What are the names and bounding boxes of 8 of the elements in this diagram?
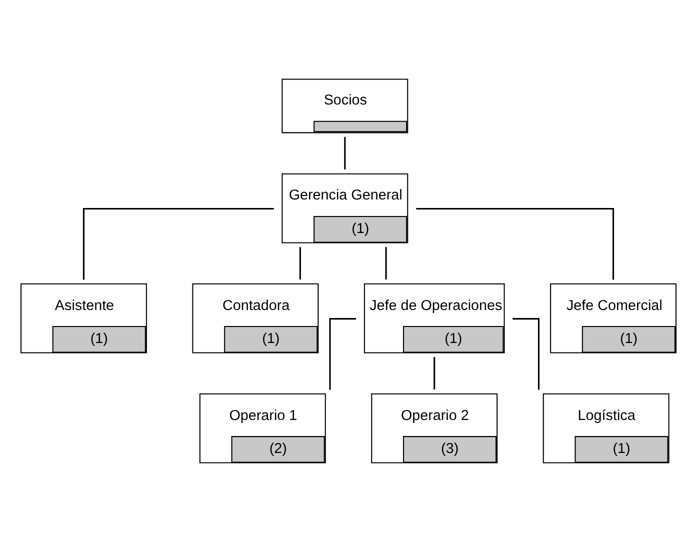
connector <box>299 246 301 279</box>
connector <box>416 208 614 280</box>
connector <box>385 246 387 279</box>
connector <box>82 208 274 280</box>
connector <box>344 136 346 169</box>
connector <box>329 318 356 390</box>
connector <box>512 318 540 390</box>
connector <box>434 356 436 390</box>
